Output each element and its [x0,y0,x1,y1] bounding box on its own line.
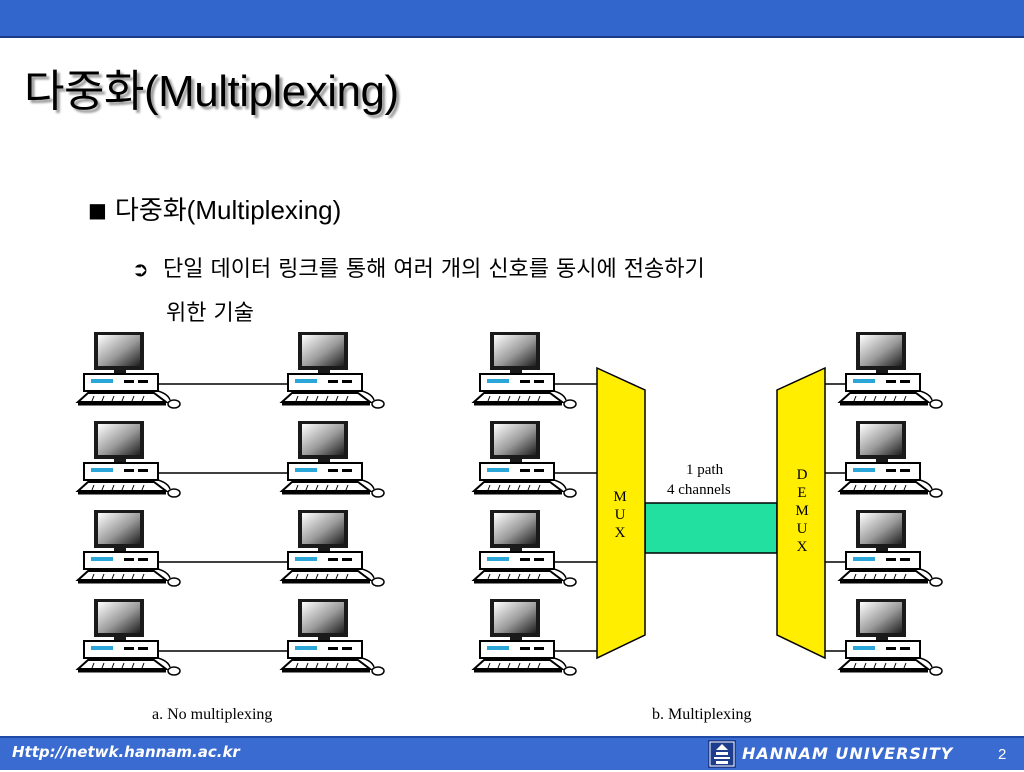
demux-block [776,366,826,660]
sub-bullet: ➲ 단일 데이터 링크를 통해 여러 개의 신호를 동시에 전송하기 위한 기술 [132,247,932,336]
computer-b-left [471,599,577,676]
mux-block [596,366,646,660]
page-number: 2 [998,746,1007,763]
title-korean: 다중화 [24,66,144,117]
computer-a-left [75,332,181,409]
caption-no-multiplexing: a. No multiplexing [152,706,273,723]
computer-b-left [471,332,577,409]
link-label-path: 1 path [686,462,724,478]
hannam-logo-icon [708,740,736,768]
network-diagram [75,332,943,676]
title-english: (Multiplexing) [143,67,399,116]
page-title: 다중화(Multiplexing) [24,55,399,119]
sub-bullet-line1: 단일 데이터 링크를 통해 여러 개의 신호를 동시에 전송하기 [163,257,705,282]
computer-a-left [75,599,181,676]
computer-a-left [75,421,181,498]
shared-link [644,502,778,554]
bullet-item: ■ 다중화(Multiplexing) [88,190,341,227]
computer-a-right [279,599,385,676]
demux-label: D E M U X [795,467,809,555]
bullet-korean: 다중화 [114,196,187,226]
computer-b-right [837,332,943,409]
computer-a-right [279,421,385,498]
multiplexing-figure: M U X D E M U X 1 path 4 channels a. No … [0,320,1024,730]
footer-bar: Http://netwk.hannam.ac.kr HANNAM UNIVERS… [0,736,1024,770]
arrow-bullet-icon: ➲ [132,257,149,281]
computer-b-left [471,421,577,498]
sub-bullet-line2: 위한 기술 [166,301,254,326]
caption-multiplexing: b. Multiplexing [652,706,752,723]
computer-b-left [471,510,577,587]
university-name: HANNAM UNIVERSITY [742,744,954,763]
footer-url-link[interactable]: Http://netwk.hannam.ac.kr [12,743,240,761]
computer-a-left [75,510,181,587]
mux-label: M U X [613,489,627,541]
computer-b-right [837,599,943,676]
computer-a-right [279,510,385,587]
computer-a-right [279,332,385,409]
top-banner [0,0,1024,38]
computer-b-right [837,510,943,587]
bullet-english: (Multiplexing) [186,195,342,225]
link-label-channels: 4 channels [667,482,731,498]
computer-b-right [837,421,943,498]
square-bullet-icon: ■ [88,198,107,222]
